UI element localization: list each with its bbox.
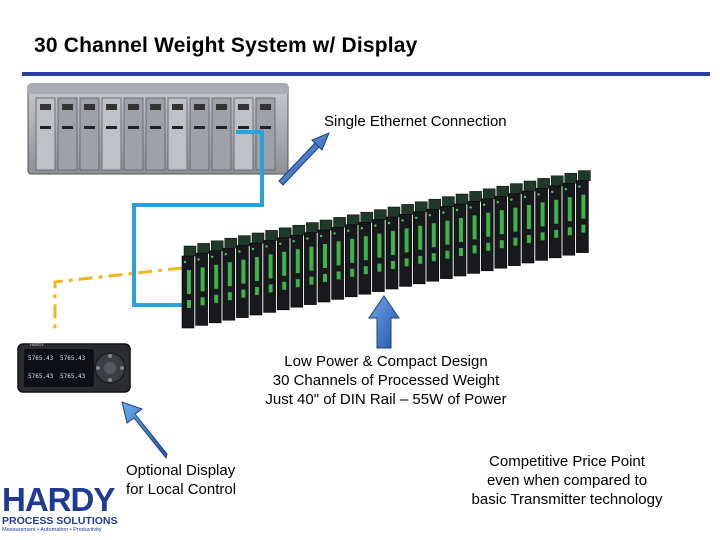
power-caption: Low Power & Compact Design 30 Channels o…: [230, 352, 542, 409]
din-module: [385, 206, 401, 290]
arrow-to-ethernet: [278, 132, 330, 186]
logo-wordmark: HARDY: [2, 481, 115, 518]
din-module: [548, 175, 564, 259]
din-module: [372, 209, 387, 292]
price-caption: Competitive Price Point even when compar…: [440, 452, 694, 509]
din-module: [494, 185, 510, 269]
din-module: [467, 191, 482, 274]
display-caption-line: for Local Control: [126, 481, 237, 498]
din-module: [358, 211, 374, 295]
din-module: [249, 232, 265, 316]
din-module: [317, 219, 333, 303]
display-reading-1: 5765.43: [28, 355, 54, 362]
din-module: [440, 196, 455, 279]
din-module: [521, 180, 537, 264]
plc-module: [35, 97, 56, 171]
din-module: [399, 204, 414, 287]
arrow-to-modules: [368, 295, 400, 349]
plc-module: [79, 97, 100, 171]
din-module: [181, 245, 197, 329]
ethernet-caption: Single Ethernet Connection: [324, 113, 507, 130]
din-module: [290, 224, 306, 308]
price-caption-line: Competitive Price Point: [489, 453, 645, 470]
plc-module: [123, 97, 144, 171]
display-unit: HARDY 5765.43 5765.43 5765.43 5765.43: [17, 342, 131, 393]
logo-tagline: Measurement • Automation • Productivity: [2, 527, 102, 533]
din-module: [276, 227, 292, 311]
plc-rack: [27, 83, 289, 175]
din-rail-modules: [181, 170, 591, 329]
din-module: [535, 178, 550, 261]
display-cable: [53, 266, 183, 330]
din-module: [208, 240, 224, 324]
price-caption-line: even when compared to: [486, 472, 648, 489]
hardy-logo: HARDY PROCESS SOLUTIONS Measurement • Au…: [2, 481, 138, 538]
din-module: [426, 198, 442, 282]
display-reading-3: 5765.43: [28, 373, 54, 380]
din-module: [480, 188, 496, 272]
price-caption-line: basic Transmitter technology: [471, 491, 663, 508]
plc-module: [57, 97, 78, 171]
slide-title: 30 Channel Weight System w/ Display: [34, 34, 418, 57]
din-module: [412, 201, 428, 285]
plc-module: [189, 97, 210, 171]
plc-module: [101, 97, 122, 171]
din-module: [562, 172, 578, 256]
plc-modules: [35, 97, 276, 171]
display-reading-4: 5765.43: [60, 373, 86, 380]
plc-module: [167, 97, 188, 171]
display-reading-2: 5765.43: [60, 355, 86, 362]
din-module: [304, 222, 319, 305]
title-underline: [22, 72, 710, 76]
din-module: [263, 230, 278, 313]
power-caption-line: Just 40" of DIN Rail – 55W of Power: [265, 391, 507, 408]
din-module: [508, 183, 523, 266]
din-module: [195, 243, 210, 326]
logo-subtitle: PROCESS SOLUTIONS: [2, 515, 118, 527]
plc-module: [145, 97, 166, 171]
din-module: [222, 237, 238, 321]
din-module: [453, 193, 469, 277]
display-caption-line: Optional Display: [126, 462, 236, 479]
plc-module: [211, 97, 232, 171]
svg-text:HARDY: HARDY: [30, 342, 44, 347]
din-module: [331, 217, 346, 300]
display-caption: Optional Display for Local Control: [126, 461, 274, 499]
ethernet-cable: [132, 130, 264, 307]
power-caption-line: Low Power & Compact Design: [284, 353, 488, 370]
power-caption-line: 30 Channels of Processed Weight: [272, 372, 500, 389]
din-module: [236, 235, 251, 318]
din-module: [576, 170, 591, 253]
din-module: [344, 214, 360, 298]
arrow-to-display: [121, 401, 168, 460]
